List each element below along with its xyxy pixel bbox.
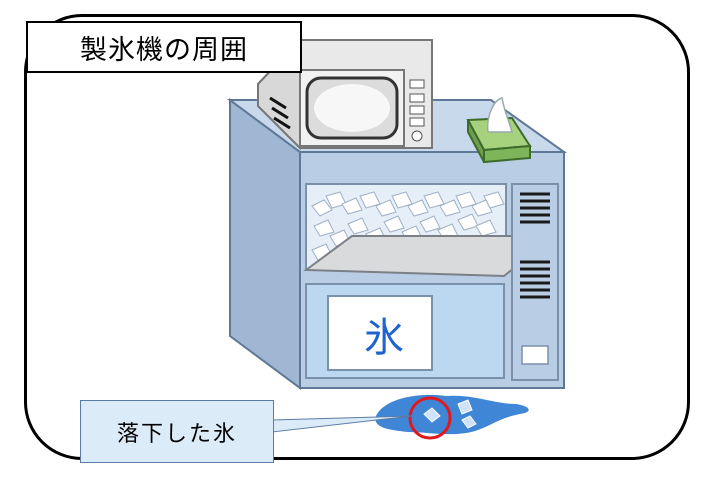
title-text: 製氷機の周囲 — [80, 34, 248, 66]
ice-cubes-pile — [311, 191, 505, 269]
rounded-frame — [24, 14, 690, 460]
fallen-ice-callout: 落下した氷 — [80, 400, 274, 463]
water-puddle — [375, 394, 529, 435]
callout-text: 落下した氷 — [116, 421, 237, 447]
vent-top — [520, 192, 550, 224]
section-title: 製氷機の周囲 — [26, 21, 302, 73]
vent-bottom — [520, 260, 550, 299]
highlight-circle — [408, 396, 452, 440]
ice-machine-label: 氷 — [364, 315, 404, 361]
tissue-box — [466, 97, 532, 164]
indicator-light — [521, 345, 549, 365]
